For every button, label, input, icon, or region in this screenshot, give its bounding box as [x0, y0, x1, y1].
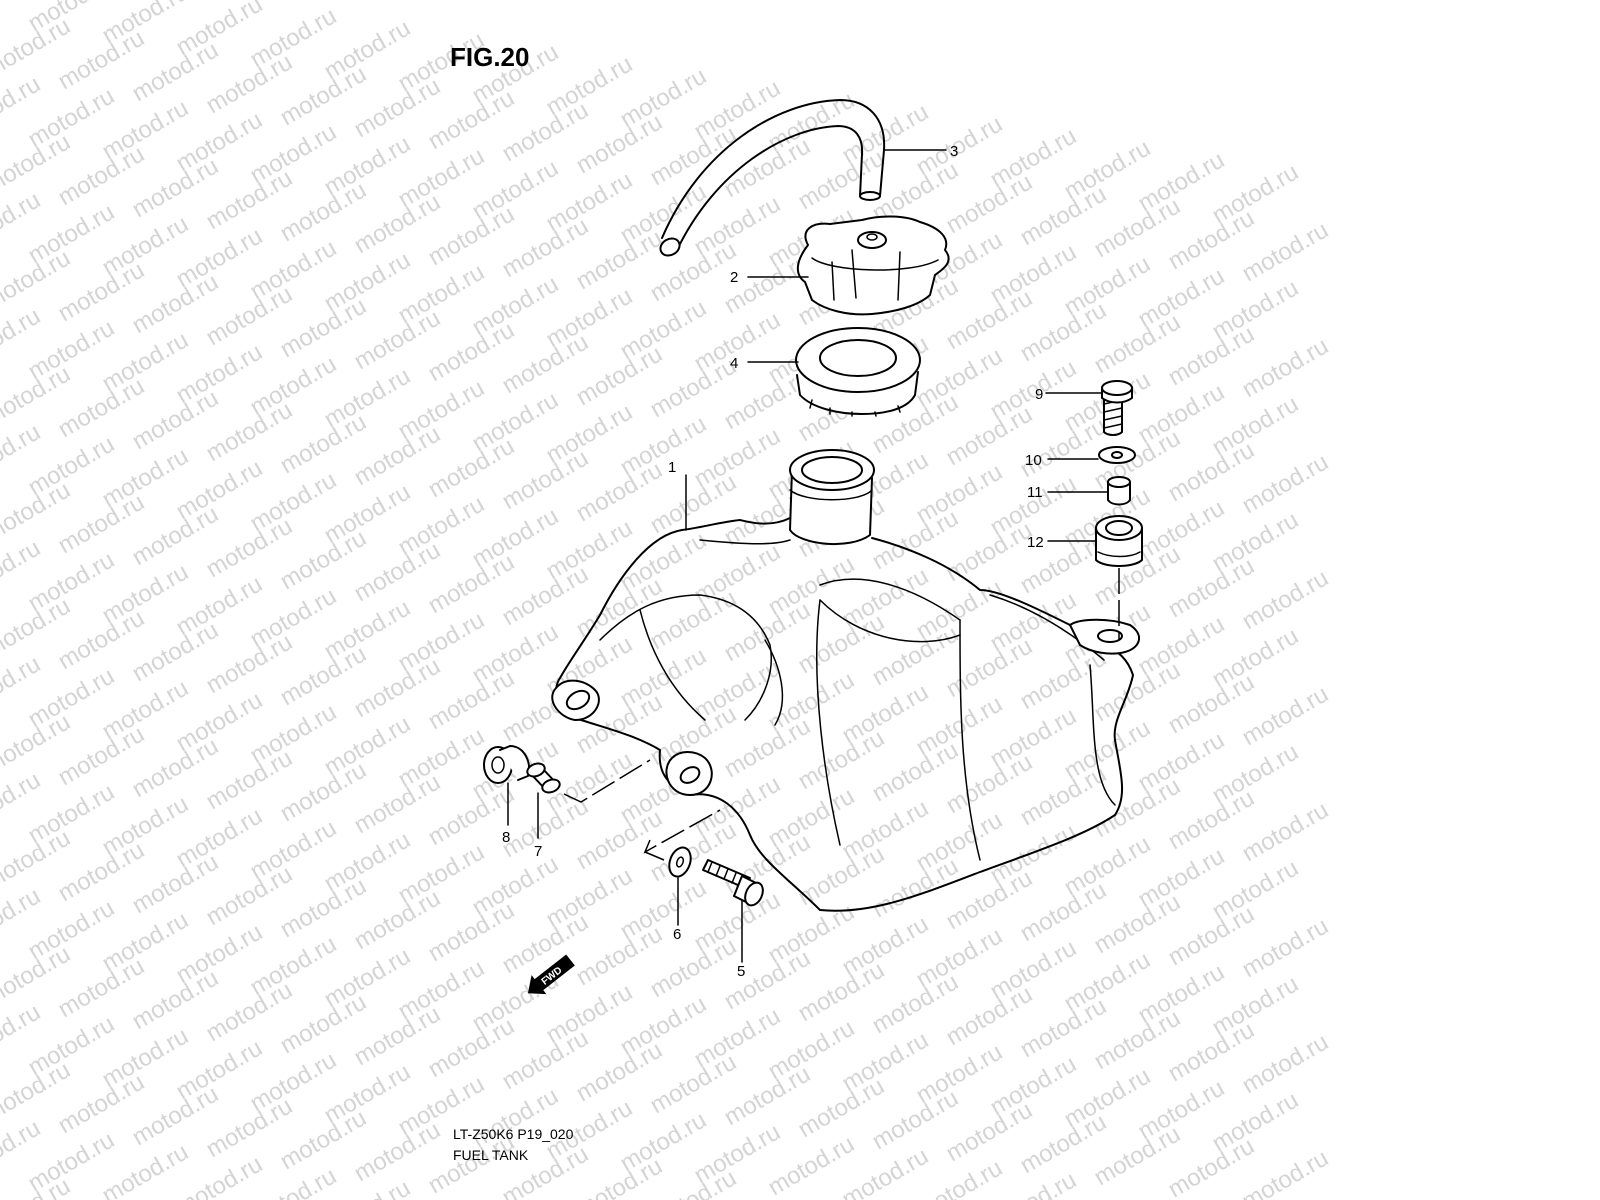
part-number-5: 5 [737, 963, 745, 980]
fuel-tank [551, 449, 1140, 912]
figure-title: FIG.20 [450, 42, 529, 72]
part-number-6: 6 [673, 926, 681, 943]
fuel-cap [796, 215, 950, 316]
part-number-2: 2 [730, 269, 738, 286]
part-number-10: 10 [1025, 452, 1042, 469]
watermark-layer: motod.rumotod.rumotod.rumotod.rumotod.ru… [0, 0, 1333, 1200]
part-number-12: 12 [1027, 534, 1044, 551]
collar-11 [1107, 476, 1131, 506]
breather-hose [659, 99, 886, 257]
bolt-9 [1101, 380, 1133, 436]
grommet-12 [1095, 515, 1143, 567]
grommet-8 [483, 745, 530, 784]
part-number-4: 4 [730, 355, 738, 372]
filler-ring [795, 327, 921, 417]
collar-7 [526, 762, 561, 794]
bolt-5 [702, 859, 764, 907]
part-number-1: 1 [668, 459, 676, 476]
washer-10 [1098, 446, 1136, 464]
assembly-line-lower [643, 809, 721, 861]
diagram-code: LT-Z50K6 P19_020 [453, 1126, 574, 1142]
part-number-9: 9 [1035, 386, 1043, 403]
part-number-11: 11 [1027, 484, 1043, 501]
part-number-8: 8 [502, 829, 510, 846]
washer-6 [668, 846, 692, 878]
part-number-3: 3 [950, 143, 958, 160]
assembly-line-left [563, 759, 651, 803]
part-number-7: 7 [534, 843, 542, 860]
leader-lines [507, 149, 1109, 963]
diagram-caption: FUEL TANK [453, 1147, 529, 1163]
